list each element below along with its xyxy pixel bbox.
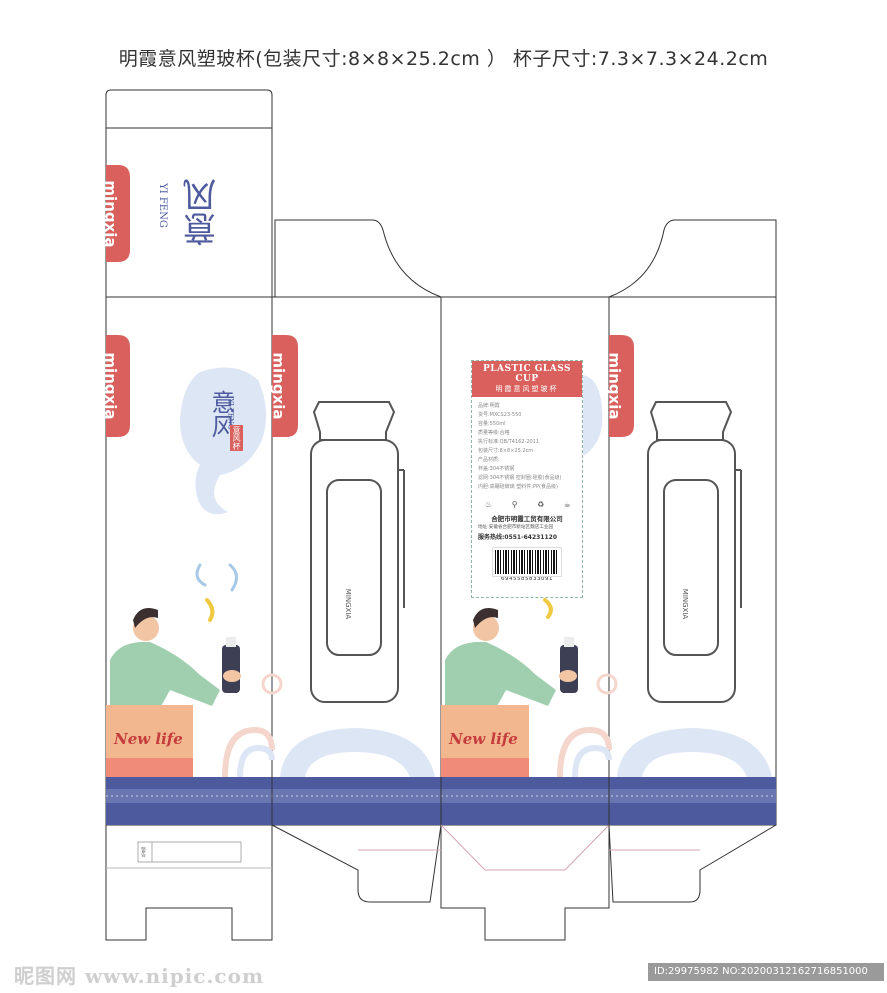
bottle-outline-right: [647, 401, 742, 703]
label-icon-row: ♨ ⚲ ♻ ☕: [485, 500, 571, 509]
label-row: 执行标准:QB/T4162-2011: [478, 439, 540, 445]
label-row: 质量等级:合格: [478, 430, 510, 436]
new-life-front: New life: [114, 730, 183, 748]
id-bar: ID:29975982 NO:20200312162716851000: [648, 963, 884, 981]
top-product-name: 意风: [183, 178, 223, 246]
label-title-cn: 明霞意风塑玻杯: [495, 385, 559, 393]
logo-tab-front: [106, 335, 130, 437]
bottom-flap-left: [271, 824, 442, 903]
new-life-back: New life: [449, 730, 518, 748]
front-tag: 意风杯: [230, 425, 243, 451]
arc-right: [617, 728, 772, 777]
cup-icon: ♨: [485, 500, 493, 509]
arc-left: [280, 728, 435, 777]
bottom-flap-right: [608, 824, 777, 903]
warning-label: 警告: [140, 847, 146, 857]
bottom-flap-front: [105, 825, 273, 941]
logo-tab-side: [272, 335, 298, 437]
label-row: 内胆:高硼硅玻璃 塑料件:PP(食品级): [478, 484, 558, 490]
bottle-outline-left: [310, 401, 405, 703]
page-title: 明霞意风塑玻杯(包装尺寸:8×8×25.2cm ） 杯子尺寸:7.3×7.3×2…: [118, 48, 769, 70]
bottle-brand-right: MINGXIA: [681, 588, 690, 620]
label-title-en: PLASTIC GLASS CUP: [482, 364, 572, 384]
label-phone: 服务热线:0551-64231120: [478, 534, 557, 541]
bottle-brand-left: MINGXIA: [344, 588, 353, 620]
logo-mingxia-side: mingxia: [269, 352, 288, 420]
recycle-icon: ♻: [537, 500, 545, 509]
label-company: 合肥市明霞工贸有限公司: [491, 515, 563, 523]
label-row: 包装尺寸:8×8×25.2cm: [478, 448, 534, 454]
warning-box: [137, 841, 242, 863]
bottom-flap-back: [440, 825, 610, 941]
logo-mingxia-top: mingxia: [101, 180, 120, 248]
label-address: 地址:安徽省合肥市新站区魏店工业园: [478, 525, 554, 530]
cloud-shape: [180, 367, 267, 515]
top-panel: [105, 127, 273, 298]
watermark: 昵图网 www.nipic.com: [14, 964, 265, 988]
label-row: 品牌:明霞: [478, 403, 500, 409]
label-row: 产品材质:: [478, 457, 500, 463]
dust-flap-left: [274, 219, 442, 298]
held-bottle: [222, 645, 240, 693]
barcode-number: 6945585833091: [501, 576, 553, 582]
chef-icon: ☕: [563, 500, 571, 509]
label-row: 容量:550ml: [478, 421, 506, 427]
dust-flap-right: [608, 219, 777, 298]
top-product-pinyin: YI FENG: [156, 183, 168, 228]
barcode: [492, 547, 562, 577]
logo-tab-top: [106, 165, 130, 262]
product-label: PLASTIC GLASS CUP 明霞意风塑玻杯 品牌:明霞 货号:MXCS2…: [471, 360, 583, 598]
label-header: PLASTIC GLASS CUP 明霞意风塑玻杯: [472, 361, 582, 397]
logo-tab-side-right: [609, 335, 634, 437]
label-row: 货号:MXCS23-550: [478, 412, 522, 418]
spoon-icon: ⚲: [511, 500, 518, 509]
person-figure: [110, 641, 220, 708]
label-row: 杯盖:304不锈钢: [478, 466, 515, 472]
logo-mingxia-side-right: mingxia: [605, 352, 624, 420]
top-tuck-flap: [105, 89, 273, 130]
logo-mingxia-front: mingxia: [101, 352, 120, 420]
label-row: 滤网:304不锈钢 密封圈:硅胶(食品级): [478, 475, 562, 481]
